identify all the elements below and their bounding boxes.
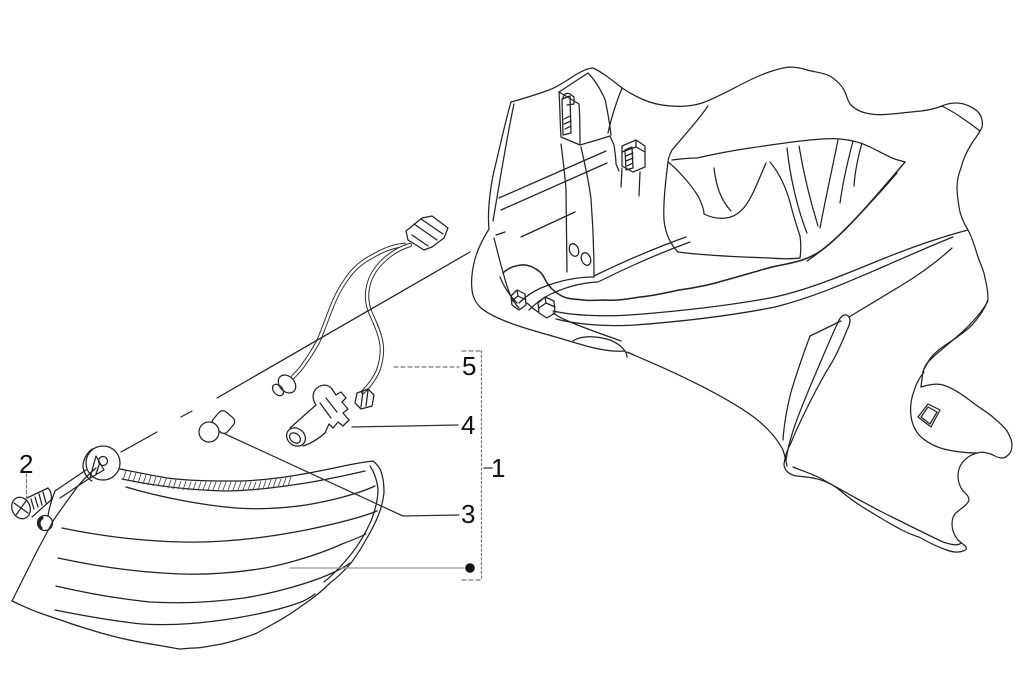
svg-text:5: 5 [462,351,476,381]
svg-text:4: 4 [461,410,475,440]
svg-text:2: 2 [19,449,33,479]
svg-text:1: 1 [491,453,505,483]
svg-text:3: 3 [461,499,475,529]
